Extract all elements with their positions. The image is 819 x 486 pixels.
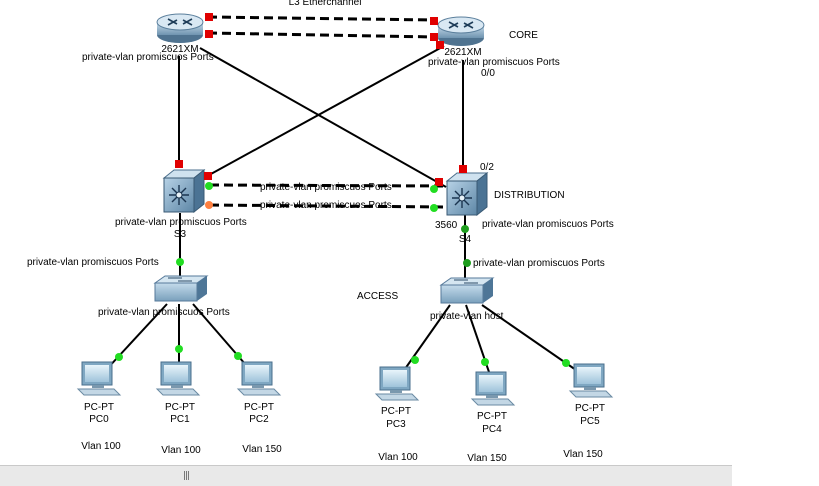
- pc5-name: PC5: [580, 416, 600, 427]
- s4-iface-label: 0/2: [480, 162, 494, 173]
- pc-pc1[interactable]: [155, 361, 201, 396]
- pc4-vlan: Vlan 150: [467, 453, 507, 464]
- link-access-right-pc3[interactable]: [399, 304, 451, 377]
- link-r1-s4[interactable]: [199, 47, 447, 188]
- access-right-ports-label: private-vlan host: [430, 311, 504, 322]
- router-r2-ports: private-vlan promiscuos Ports: [428, 57, 560, 68]
- pc2-vlan: Vlan 150: [242, 444, 282, 455]
- pc3-vlan: Vlan 100: [378, 452, 418, 463]
- link-r2-s3[interactable]: [199, 45, 445, 181]
- pc0-vlan: Vlan 100: [81, 441, 121, 452]
- distribution-layer-label: DISTRIBUTION: [494, 190, 565, 201]
- pc-pc5[interactable]: [568, 363, 614, 398]
- s3-s4-link1-label: private-vlan promiscuos Ports: [260, 182, 392, 193]
- access-layer-label: ACCESS: [357, 291, 398, 302]
- links: [105, 15, 577, 377]
- router-r1-model: 2621XM: [161, 44, 198, 55]
- pc3-name: PC3: [386, 419, 406, 430]
- port-light-down: [430, 33, 438, 41]
- pc4-name: PC4: [482, 424, 502, 435]
- s3-name: S3: [174, 229, 187, 240]
- switch-arrows-icon: [168, 277, 192, 282]
- port-light-up: [463, 259, 471, 267]
- router-r1[interactable]: [156, 13, 204, 43]
- s3-s4-link2-label: private-vlan promiscuos Ports: [260, 200, 392, 211]
- port-light-up: [562, 359, 570, 367]
- access-right-uplink-label: private-vlan promiscuos Ports: [473, 258, 605, 269]
- link-access-right-pc5[interactable]: [481, 304, 577, 371]
- etherchannel-link-2[interactable]: [207, 31, 437, 39]
- port-light-down: [175, 160, 183, 168]
- port-light-up: [430, 204, 438, 212]
- port-light-down: [435, 178, 443, 186]
- pc-pc0[interactable]: [76, 361, 122, 396]
- core-layer-label: CORE: [509, 30, 538, 41]
- etherchannel-label: L3 Etherchannel: [289, 0, 362, 8]
- port-light-up: [176, 258, 184, 266]
- port-light-up: [234, 352, 242, 360]
- s4-model: 3560: [435, 220, 458, 231]
- pc0-name: PC0: [89, 414, 109, 425]
- pc3-type: PC-PT: [381, 406, 411, 417]
- port-light-up: [115, 353, 123, 361]
- s4-name: S4: [459, 234, 472, 245]
- port-light-up: [411, 356, 419, 364]
- port-light-up: [205, 182, 213, 190]
- port-lights: [115, 13, 570, 367]
- port-light-down: [205, 30, 213, 38]
- pc-pc2[interactable]: [236, 361, 282, 396]
- port-light-down: [430, 17, 438, 25]
- pc1-vlan: Vlan 100: [161, 445, 201, 456]
- access-left-ports-label: private-vlan promiscuos Ports: [98, 307, 230, 318]
- horizontal-scrollbar[interactable]: [0, 465, 732, 486]
- s3-s4-link-1[interactable]: [209, 183, 445, 188]
- etherchannel-link-1[interactable]: [207, 15, 437, 22]
- router-r2-model: 2621XM: [444, 47, 481, 58]
- labels: L3 Etherchannel CORE DISTRIBUTION ACCESS…: [27, 0, 614, 464]
- router-r2-iface: 0/0: [481, 68, 495, 79]
- multilayer-switch-s3[interactable]: [162, 168, 206, 214]
- access-switch-right[interactable]: [439, 277, 495, 304]
- port-light-down: [205, 13, 213, 21]
- switch-arrows-icon: [454, 279, 478, 284]
- port-light-down: [436, 41, 444, 49]
- router-r2[interactable]: [437, 16, 485, 46]
- link-access-left-pc2[interactable]: [192, 303, 253, 373]
- pc5-type: PC-PT: [575, 403, 605, 414]
- port-light-down: [204, 172, 212, 180]
- access-switch-left[interactable]: [153, 275, 209, 302]
- pc0-type: PC-PT: [84, 402, 114, 413]
- pc4-type: PC-PT: [477, 411, 507, 422]
- s4-ports-label: private-vlan promiscuos Ports: [482, 219, 614, 230]
- port-light-blocking: [205, 201, 213, 209]
- router-arrows-icon: [448, 21, 474, 29]
- s3-ports-label: private-vlan promiscuos Ports: [115, 217, 247, 228]
- access-left-uplink-label: private-vlan promiscuos Ports: [27, 257, 159, 268]
- pc2-type: PC-PT: [244, 402, 274, 413]
- pc2-name: PC2: [249, 414, 269, 425]
- port-light-up: [175, 345, 183, 353]
- pc5-vlan: Vlan 150: [563, 449, 603, 460]
- port-light-up: [481, 358, 489, 366]
- pc-pc3[interactable]: [374, 366, 420, 401]
- port-light-down: [459, 165, 467, 173]
- port-light-up: [430, 185, 438, 193]
- scrollbar-grip-icon[interactable]: |||: [183, 471, 190, 481]
- s3-s4-link-2[interactable]: [209, 203, 445, 209]
- multilayer-switch-s4[interactable]: [445, 171, 489, 217]
- router-arrows-icon: [167, 18, 193, 26]
- pc1-type: PC-PT: [165, 402, 195, 413]
- pc-pc4[interactable]: [470, 371, 516, 406]
- port-light-up: [461, 225, 469, 233]
- pc1-name: PC1: [170, 414, 190, 425]
- router-r1-ports: private-vlan promiscuos Ports: [82, 52, 214, 63]
